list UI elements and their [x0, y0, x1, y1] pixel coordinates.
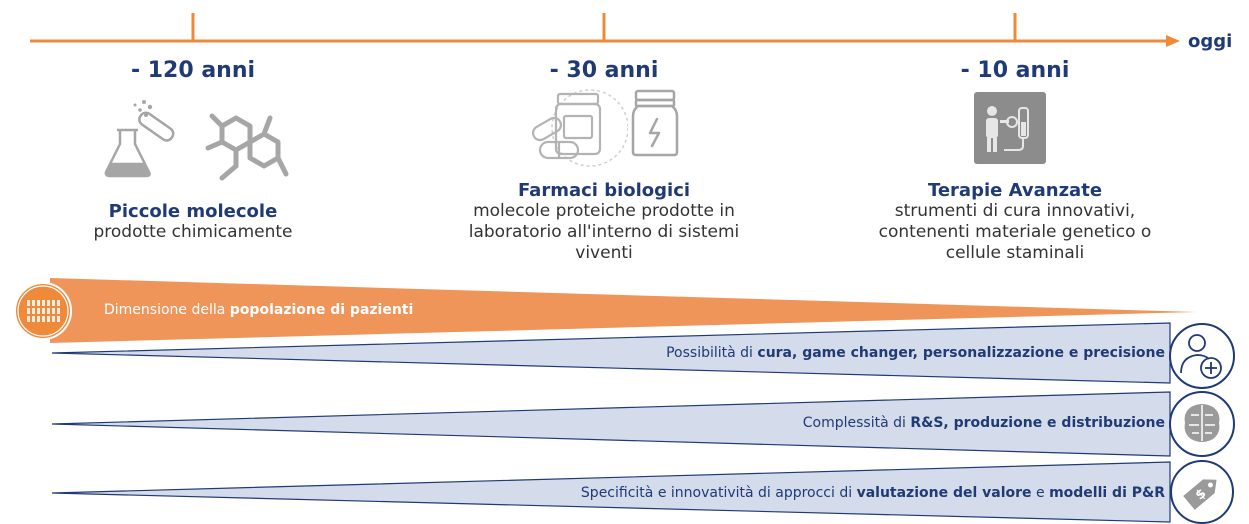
era-title-2: Farmaci biologici: [517, 180, 691, 201]
price-tag-icon: $: [1170, 460, 1234, 524]
band-3-label: Complessità di R&S, produzione e distrib…: [803, 415, 1165, 431]
wedge-bands: [50, 278, 1196, 523]
band-4-label: Specificità e innovatività di approcci d…: [581, 485, 1165, 501]
band-2-label: Possibilità di cura, game changer, perso…: [666, 345, 1165, 361]
band-1-prefix: Dimensione della: [104, 302, 230, 318]
era-description-3: strumenti di cura innovativi, contenenti…: [878, 201, 1152, 263]
era-title-3: Terapie Avanzate: [927, 180, 1103, 201]
era-heading-2: - 30 anni: [549, 58, 659, 83]
band-1-wedge: [50, 278, 1196, 343]
molecule-icon: [205, 113, 289, 181]
band-4-bold2: modelli di P&R: [1049, 485, 1165, 501]
band-4-prefix: Specificità e innovatività di approcci d…: [580, 485, 857, 501]
band-2-prefix: Possibilità di: [666, 345, 758, 361]
era-heading-1: - 120 anni: [130, 58, 256, 83]
band-4-middle: e: [1031, 485, 1050, 501]
person-plus-icon: [1169, 323, 1235, 389]
band-3-prefix: Complessità di: [802, 415, 911, 431]
timeline-axis: [30, 13, 1180, 47]
band-1-bold: popolazione di pazienti: [229, 302, 414, 318]
brain-chip-icon: [1169, 391, 1235, 457]
band-1-label: Dimensione della popolazione di pazienti: [104, 302, 413, 318]
era-caption-3: Terapie Avanzate strumenti di cura innov…: [850, 180, 1180, 264]
band-2-bold: cura, game changer, personalizzazione e …: [757, 345, 1165, 361]
era-description-1: prodotte chimicamente: [93, 222, 293, 242]
era-caption-2: Farmaci biologici molecole proteiche pro…: [439, 180, 769, 264]
today-label: oggi: [1188, 31, 1233, 52]
pills-bottle-icon: [531, 89, 628, 167]
era-title-1: Piccole molecole: [108, 201, 278, 222]
band-3-bold: R&S, produzione e distribuzione: [910, 415, 1165, 431]
era-description-2: molecole proteiche prodotte in laborator…: [468, 201, 740, 263]
era-heading-3: - 10 anni: [960, 58, 1070, 83]
vial-icon: [631, 89, 679, 157]
patients-icon: [14, 282, 72, 340]
era-caption-1: Piccole molecole prodotte chimicamente: [28, 201, 358, 243]
advanced-therapy-icon: [974, 92, 1046, 164]
flask-icon: [104, 100, 175, 178]
timeline-arrowhead: [1166, 35, 1180, 47]
band-4-bold: valutazione del valore: [856, 485, 1032, 501]
